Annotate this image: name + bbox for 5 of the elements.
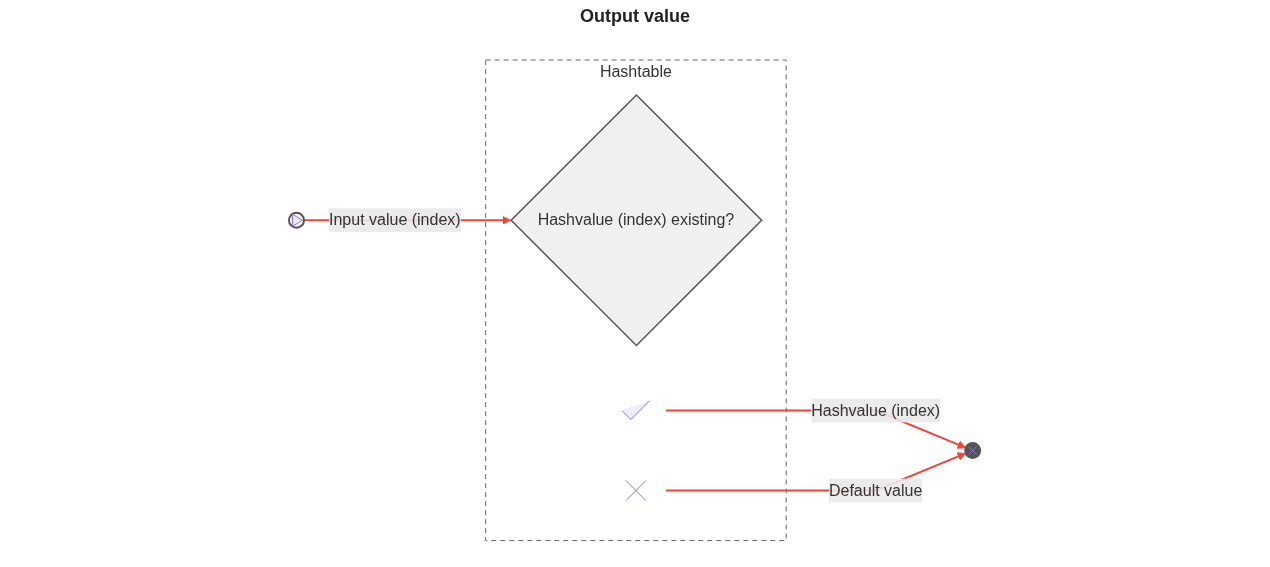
node-diamond: Hashvalue (index) existing? <box>510 93 764 347</box>
edge-label: Default value <box>829 481 923 499</box>
edge-label: Input value (index) <box>329 210 462 228</box>
output-label: Output value <box>580 6 690 26</box>
edge-label: Hashvalue (index) <box>811 401 941 419</box>
